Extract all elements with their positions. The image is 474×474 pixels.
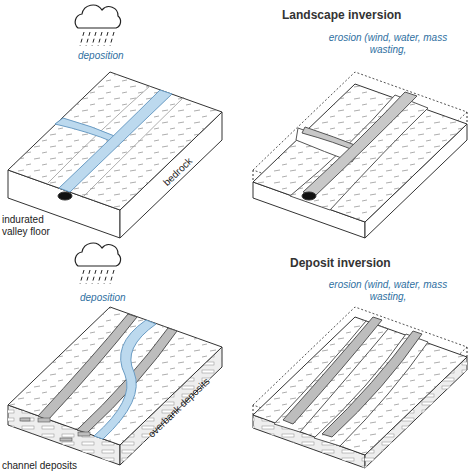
inverted-valley-block-part [253,84,467,222]
inverted-valley-block-part [302,192,316,200]
rain-cloud-part-part [98,270,102,284]
inverted-deposit-block-part [322,331,422,437]
deposit-block-part [38,418,50,422]
rain-cloud-part-part [104,270,108,284]
deposit-block-part [94,320,156,439]
rain-cloud-part-part [80,270,84,284]
inverted-deposit-block [253,307,467,468]
inverted-deposit-block-part [253,317,467,455]
inverted-valley-block [253,72,467,238]
inverted-valley-block-part [303,92,417,196]
panel-heading: Landscape inversion [282,8,462,22]
inverted-valley-block-part [253,170,254,182]
rain-cloud-part-part [86,32,90,46]
deposit-block-part [20,418,30,421]
deposit-block-part [8,307,222,445]
process-label: erosion (wind, water, mass wasting, [318,32,458,56]
rain-cloud [75,243,120,284]
rain-cloud-part-part [86,270,90,284]
rain-cloud-part-part [110,32,114,46]
inverted-deposit-block-part [253,405,254,415]
valley-block [8,72,222,238]
rain-cloud-part-part [80,32,84,46]
rain-cloud-part-part [110,270,114,284]
valley-block-part [8,72,222,210]
material-label: channel deposits [2,460,112,472]
inverted-deposit-block-part [467,347,468,357]
process-label: erosion (wind, water, mass wasting, [318,279,458,303]
valley-block-part [48,86,150,183]
material-label: bedrock [152,147,203,197]
panel-heading: Deposit inversion [290,256,460,270]
deposit-block [8,307,222,465]
rain-cloud [75,5,120,46]
process-label: deposition [78,50,148,62]
rain-cloud-part [80,270,114,284]
material-label: indurated valley floor [2,214,58,238]
rain-cloud-part [75,5,120,28]
valley-block-part [58,192,72,200]
deposit-block-part [60,438,72,441]
deposit-block-part [8,307,222,445]
rain-cloud-part-part [92,32,96,46]
rain-cloud-part [80,32,114,46]
rain-cloud-part [75,243,120,266]
rain-cloud-part-part [98,32,102,46]
rain-cloud-part-part [104,32,108,46]
valley-block-part [8,72,222,210]
material-label: overbank deposits [141,371,217,445]
valley-block-part [55,118,117,142]
valley-block-part [59,90,172,192]
process-label: deposition [80,292,150,304]
inverted-deposit-block-part [283,317,382,424]
inverted-valley-block-part [253,84,467,222]
deposit-block-part [78,432,90,436]
rain-cloud-part-part [92,270,96,284]
inverted-valley-block-part [467,112,468,124]
inverted-deposit-block-part [253,317,467,455]
